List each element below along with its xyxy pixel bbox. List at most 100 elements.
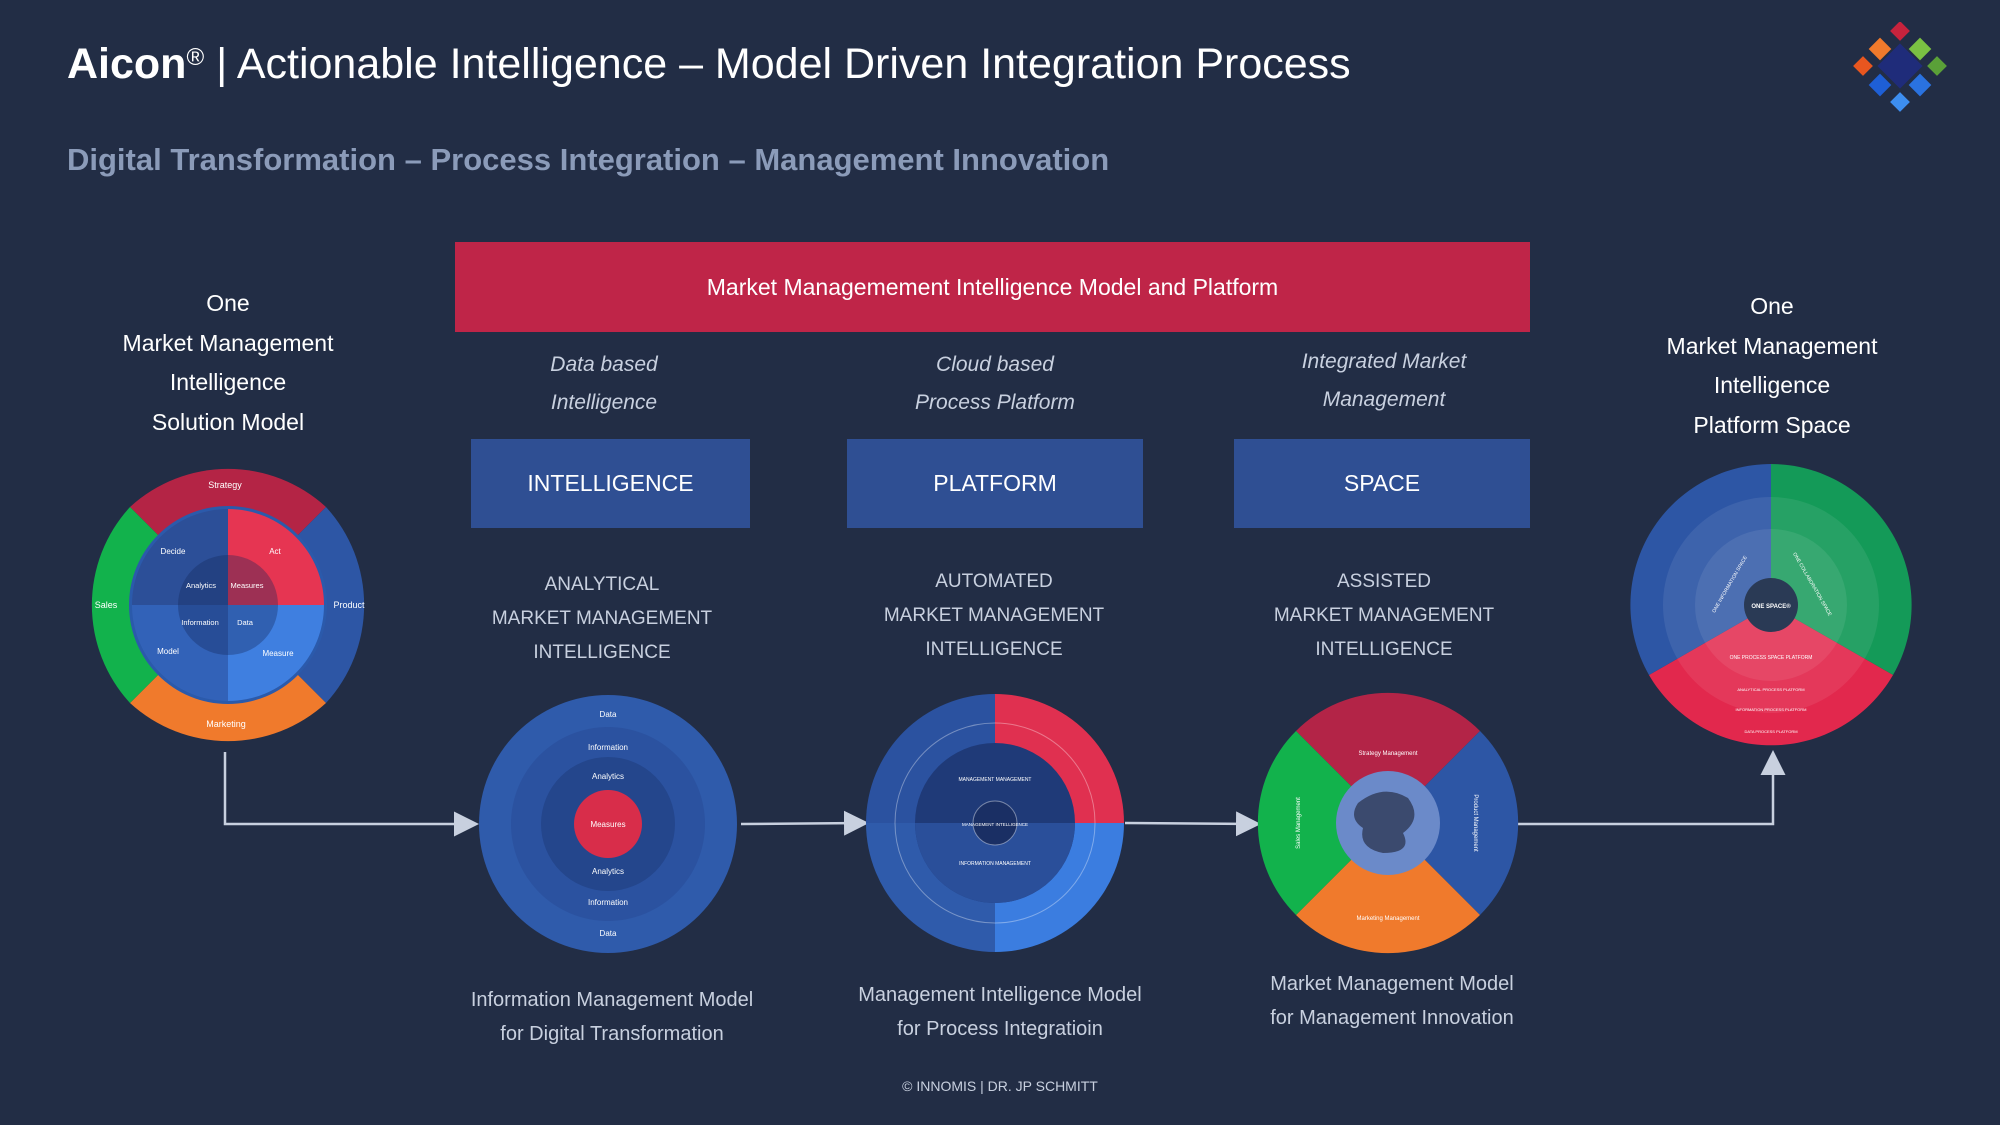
connector-arrow bbox=[1517, 750, 1786, 826]
description-line: Process Platform bbox=[915, 391, 1075, 414]
solution-model-line: One bbox=[206, 290, 250, 316]
space-segment-sales bbox=[1257, 731, 1388, 915]
caption-line: Management Intelligence Model bbox=[858, 984, 1142, 1006]
intelligence-description: Data based Intelligence bbox=[454, 346, 754, 422]
space-label-product: Product Management bbox=[1472, 794, 1478, 852]
ring-measures bbox=[574, 790, 642, 858]
wheel-label-decide: Decide bbox=[161, 547, 186, 556]
logo-diamond-top bbox=[1890, 22, 1910, 41]
ring-label-analytics-bottom: Analytics bbox=[592, 867, 624, 876]
connector-arrow bbox=[1124, 811, 1261, 837]
space-caption: Market Management Model for Management I… bbox=[1222, 967, 1562, 1035]
logo-diamond-right bbox=[1927, 56, 1947, 76]
wheel-label-measure: Measure bbox=[262, 649, 294, 658]
platform-space-line: One bbox=[1750, 293, 1794, 319]
ring-label-information-top: Information bbox=[588, 743, 628, 752]
wheel-quadrant-model bbox=[132, 605, 228, 701]
platform-core bbox=[972, 800, 1018, 846]
space-segment-product bbox=[1388, 731, 1519, 915]
connector-arrow bbox=[740, 810, 869, 836]
brand-logo bbox=[1853, 22, 1947, 112]
wheel-label-data: Data bbox=[237, 618, 254, 627]
caption-line: Information Management Model bbox=[470, 989, 754, 1011]
space-wheel-ring-label: DATA PROCESS PLATFORM bbox=[1744, 729, 1797, 734]
intelligence-caps: ANALYTICAL MARKET MANAGEMENT INTELLIGENC… bbox=[442, 568, 762, 670]
wheel-label-strategy: Strategy bbox=[208, 480, 242, 490]
wheel-label-information: Information bbox=[181, 618, 219, 627]
ring-label-analytics-top: Analytics bbox=[592, 772, 624, 781]
space-wheel-blue bbox=[1630, 464, 1771, 675]
wheel-quadrant-act bbox=[228, 509, 324, 605]
space-globe-landmass bbox=[1354, 791, 1415, 853]
platform-banner: Market Managemement Intelligence Model a… bbox=[455, 242, 1530, 332]
platform-space-line: Intelligence bbox=[1713, 372, 1831, 398]
space-label-sales: Sales Management bbox=[1296, 797, 1302, 849]
platform-tile: PLATFORM bbox=[847, 439, 1143, 528]
caption-line: for Digital Transformation bbox=[500, 1023, 724, 1045]
platform-label-information: INFORMATION MANAGEMENT bbox=[959, 861, 1031, 867]
wheel-quadrant-decide bbox=[132, 509, 228, 605]
wheel-label-product: Product bbox=[333, 600, 365, 610]
wheel-label-model: Model bbox=[157, 647, 179, 656]
platform-caps: AUTOMATED MARKET MANAGEMENT INTELLIGENCE bbox=[834, 565, 1154, 667]
space-description: Integrated Market Management bbox=[1234, 343, 1534, 419]
solution-model-line: Solution Model bbox=[151, 408, 305, 435]
space-wheel-center-label: ONE SPACE® bbox=[1751, 603, 1791, 610]
platform-label-core: MANAGEMENT INTELLIGENCE bbox=[962, 822, 1028, 827]
caps-line: ANALYTICAL bbox=[544, 574, 660, 595]
solution-model-line: Market Management bbox=[122, 329, 334, 356]
space-segment-marketing bbox=[1296, 823, 1480, 954]
space-segment-strategy bbox=[1296, 692, 1480, 823]
page-subtitle: Digital Transformation – Process Integra… bbox=[67, 142, 1110, 177]
logo-diamond-bottom bbox=[1890, 92, 1910, 112]
space-wheel-core bbox=[1744, 578, 1798, 632]
intelligence-tile: INTELLIGENCE bbox=[471, 439, 750, 528]
caps-line: ASSISTED bbox=[1337, 571, 1431, 592]
wheel-core bbox=[178, 555, 278, 655]
caps-line: INTELLIGENCE bbox=[1315, 639, 1453, 660]
ring-label-data-bottom: Data bbox=[600, 929, 617, 938]
wheel-label-sales: Sales bbox=[95, 600, 118, 610]
space-label-marketing: Marketing Management bbox=[1356, 916, 1419, 922]
platform-space-wheel: ONE SPACE® ONE INFORMATION SPACE ONE COL… bbox=[1630, 464, 1912, 746]
brand-name: Aicon bbox=[67, 40, 187, 88]
description-line: Integrated Market bbox=[1301, 350, 1467, 373]
description-line: Cloud based bbox=[936, 353, 1054, 376]
caps-line: INTELLIGENCE bbox=[925, 639, 1063, 660]
registered-mark: ® bbox=[186, 44, 205, 71]
description-line: Data based bbox=[550, 353, 658, 376]
title-text: | Actionable Intelligence – Model Driven… bbox=[204, 40, 1351, 88]
space-tile: SPACE bbox=[1234, 439, 1530, 528]
page-title: Aicon® | Actionable Intelligence – Model… bbox=[67, 40, 1351, 89]
platform-ring-line bbox=[894, 722, 1096, 924]
platform-label-management: MANAGEMENT MANAGEMENT bbox=[959, 777, 1032, 783]
caption-line: Market Management Model bbox=[1270, 973, 1514, 995]
platform-inner-bottom bbox=[915, 823, 1075, 903]
solution-model-wheel: Strategy Product Marketing Sales Decide … bbox=[91, 468, 365, 742]
wheel-label-marketing: Marketing bbox=[206, 719, 246, 729]
ring-label-measures: Measures bbox=[590, 820, 625, 829]
copyright-notice: © INNOMIS | DR. JP SCHMITT bbox=[902, 1078, 1098, 1094]
wheel-label-measures: Measures bbox=[231, 581, 264, 590]
space-wheel-ring-label: INFORMATION PROCESS PLATFORM bbox=[1736, 707, 1807, 712]
solution-model-line: Intelligence bbox=[169, 369, 287, 395]
wheel-label-act: Act bbox=[269, 547, 281, 556]
space-label-strategy: Strategy Management bbox=[1358, 751, 1417, 757]
space-wheel-ring-label: ANALYTICAL PROCESS PLATFORM bbox=[1737, 687, 1804, 692]
description-line: Intelligence bbox=[550, 391, 658, 414]
caps-line: INTELLIGENCE bbox=[533, 642, 671, 663]
ring-label-data-top: Data bbox=[600, 710, 617, 719]
ring-label-information-bottom: Information bbox=[588, 898, 628, 907]
space-wheel-process-label: ONE PROCESS SPACE PLATFORM bbox=[1730, 655, 1813, 661]
space-wheel-red bbox=[1649, 605, 1893, 746]
caps-line: MARKET MANAGEMENT bbox=[883, 605, 1105, 626]
wheel-quadrant-measure bbox=[228, 605, 324, 701]
caps-line: AUTOMATED bbox=[935, 571, 1053, 592]
logo-diamond-left bbox=[1853, 56, 1873, 76]
market-management-diagram: Strategy Management Product Management M… bbox=[1257, 692, 1519, 954]
caption-line: for Process Integratioin bbox=[897, 1018, 1103, 1040]
platform-space-label: One Market Management Intelligence Platf… bbox=[1622, 287, 1922, 445]
connector-arrow bbox=[223, 752, 479, 837]
description-line: Management bbox=[1322, 388, 1446, 411]
caption-line: for Management Innovation bbox=[1270, 1007, 1514, 1029]
